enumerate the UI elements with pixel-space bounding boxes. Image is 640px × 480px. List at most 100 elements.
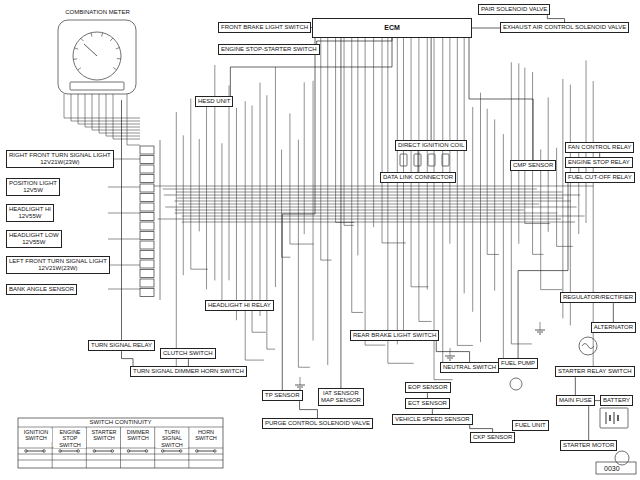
component-outline: [140, 222, 154, 230]
component-label: FRONT BRAKE LIGHT SWITCH: [221, 24, 308, 31]
wire: [99, 94, 100, 133]
component-label: 12V21W(23W): [38, 265, 77, 272]
component-outline: [58, 20, 136, 94]
component-label: TURN SIGNAL DIMMER HORN SWITCH: [133, 368, 244, 375]
wire-connector: [300, 401, 318, 418]
component-box: PAIR SOLENOID VALVE: [478, 4, 550, 15]
wire-connector: [469, 38, 533, 160]
wire: [357, 38, 358, 255]
wire: [113, 68, 116, 70]
wire: [457, 345, 473, 346]
wire: [91, 33, 93, 37]
component-label: FUEL CUT-OFF RELAY: [568, 174, 632, 181]
meter-panel: COMBINATION METER: [55, 8, 140, 100]
component-label: HEADLIGHT HI RELAY: [208, 302, 271, 309]
wire: [541, 289, 562, 290]
wire: [300, 377, 301, 385]
component-box: EXHAUST AIR CONTROL SOLENOID VALVE: [500, 22, 629, 33]
component-label: HESD UNIT: [198, 98, 230, 105]
component-symbol: [127, 450, 130, 453]
component-box: PURGE CONTROL SOLENOID VALVE: [262, 418, 373, 429]
component-label: HEADLIGHT LOW: [9, 232, 59, 239]
component-label: FAN CONTROL RELAY: [568, 144, 631, 151]
wire-connector: [188, 359, 189, 366]
wire: [127, 94, 128, 145]
component-label: REGULATOR/RECTIFIER: [563, 294, 633, 301]
component-label: 12V21W(23W): [40, 159, 79, 166]
component-outline: [428, 154, 435, 166]
wire: [176, 192, 563, 193]
component-outline: [140, 289, 154, 297]
component-box: STARTER RELAY SWITCH: [555, 366, 635, 377]
component-outline: [596, 462, 636, 474]
component-outline: [70, 82, 124, 90]
wire: [382, 242, 406, 243]
wire: [108, 265, 140, 266]
continuity-table: SWITCH CONTINUITY: [18, 418, 223, 468]
ecm-box: ECM: [312, 18, 472, 38]
wire: [457, 38, 458, 345]
wire: [518, 63, 519, 243]
wire: [539, 334, 541, 335]
component-outline: [140, 184, 154, 192]
component-label: 12V5W: [23, 187, 43, 194]
component-label: MAIN FUSE: [559, 397, 592, 404]
component-label: ECT SENSOR: [408, 400, 447, 407]
wire: [411, 38, 412, 287]
table-header: HORN SWITCH: [190, 429, 222, 442]
component-symbol: [73, 32, 121, 80]
wire: [117, 58, 121, 60]
wire: [116, 48, 120, 49]
component-symbol: [145, 450, 148, 453]
wire: [617, 415, 619, 421]
wire: [60, 451, 78, 452]
table-header: TURN SIGNAL SWITCH: [156, 429, 188, 448]
wire-connector: [472, 28, 500, 29]
wire: [252, 105, 253, 332]
component-label: STARTER RELAY SWITCH: [558, 368, 632, 375]
component-symbol: [111, 450, 114, 453]
wire: [160, 140, 161, 300]
wire: [298, 140, 299, 368]
component-label: DATA LINK CONNECTOR: [383, 174, 453, 181]
wire: [191, 269, 208, 270]
wire: [64, 94, 65, 118]
wire: [236, 108, 237, 320]
component-box: DIRECT IGNITION COIL: [395, 140, 467, 151]
component-outline: [600, 408, 628, 428]
component-box: TURN SIGNAL RELAY: [88, 340, 155, 351]
wire: [92, 94, 93, 130]
wire: [327, 38, 328, 365]
component-symbol: [77, 450, 80, 453]
component-symbol: [25, 450, 28, 453]
component-symbol: [196, 450, 199, 453]
component-label: IAT SENSOR: [323, 390, 359, 397]
wire-connector: [588, 406, 589, 440]
wire: [221, 143, 222, 304]
component-box: FUEL PUMP: [498, 358, 538, 369]
wire: [163, 451, 181, 452]
wire: [450, 348, 451, 356]
component-label: EXHAUST AIR CONTROL SOLENOID VALVE: [503, 24, 626, 31]
wire: [64, 118, 140, 119]
wire: [85, 127, 140, 128]
component-label: SWITCH CONTINUITY: [90, 419, 152, 426]
wire-connector: [431, 38, 432, 140]
component-label: VEHICLE SPEED SENSOR: [395, 416, 470, 423]
wire: [199, 139, 200, 231]
wire: [18, 448, 223, 449]
wire: [614, 412, 615, 424]
wire: [427, 38, 428, 290]
component-outline: [140, 232, 154, 240]
wire-connector: [518, 183, 568, 358]
wire: [295, 385, 305, 386]
component-symbol: [615, 451, 629, 465]
wire: [229, 86, 230, 281]
component-box: STARTER MOTOR: [560, 440, 617, 451]
component-symbol: [59, 450, 62, 453]
wire: [108, 289, 140, 290]
wire: [525, 223, 550, 224]
component-outline: [18, 418, 223, 468]
wire: [71, 121, 140, 122]
